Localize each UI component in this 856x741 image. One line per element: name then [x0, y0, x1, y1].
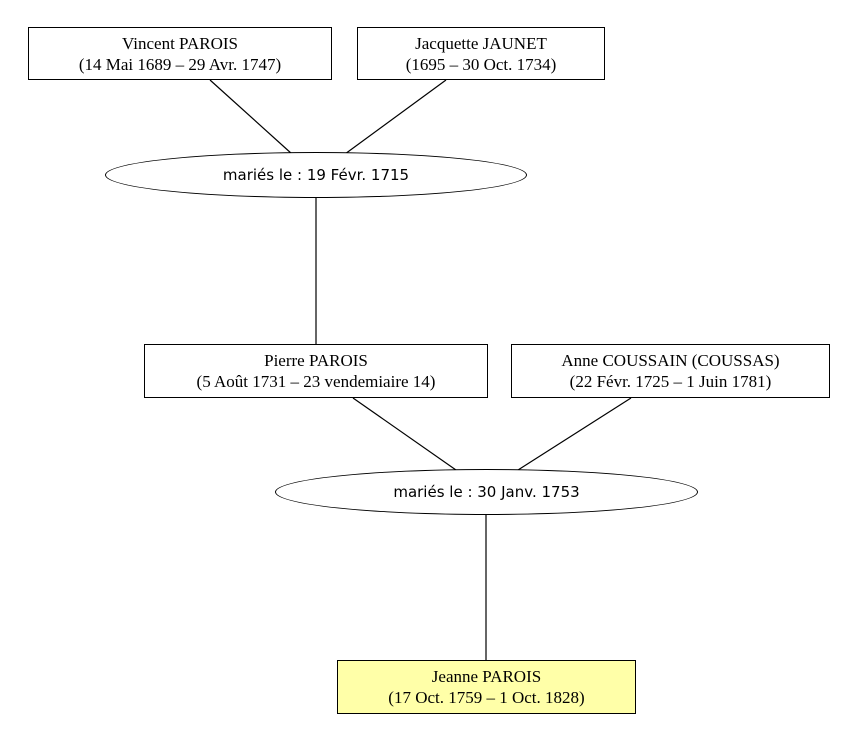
- marriage-label: mariés le : 30 Janv. 1753: [393, 483, 580, 501]
- person-dates: (22 Févr. 1725 – 1 Juin 1781): [569, 372, 772, 391]
- person-box-vincent-parois[interactable]: Vincent PAROIS (14 Mai 1689 – 29 Avr. 17…: [28, 27, 332, 80]
- person-dates: (14 Mai 1689 – 29 Avr. 1747): [78, 54, 282, 74]
- marriage-label: mariés le : 19 Févr. 1715: [222, 166, 410, 184]
- person-box-jeanne-parois[interactable]: Jeanne PAROIS (17 Oct. 1759 – 1 Oct. 182…: [337, 660, 636, 714]
- marriage-node-1715[interactable]: mariés le : 19 Févr. 1715: [105, 152, 527, 198]
- person-name: Pierre PAROIS: [264, 351, 368, 370]
- edge-vincent-to-marriage-1715: [209, 79, 293, 155]
- marriage-node-1753[interactable]: mariés le : 30 Janv. 1753: [275, 469, 698, 515]
- person-box-jacquette-jaunet[interactable]: Jacquette JAUNET (1695 – 30 Oct. 1734): [357, 27, 605, 80]
- person-name: Anne COUSSAIN (COUSSAS): [561, 351, 780, 370]
- edge-jacquette-to-marriage-1715: [344, 79, 447, 155]
- person-dates: (1695 – 30 Oct. 1734): [405, 54, 557, 74]
- person-box-pierre-parois[interactable]: Pierre PAROIS (5 Août 1731 – 23 vendemia…: [144, 344, 488, 398]
- person-dates: (17 Oct. 1759 – 1 Oct. 1828): [388, 688, 585, 707]
- person-name: Jacquette JAUNET: [415, 33, 547, 53]
- person-box-anne-coussain[interactable]: Anne COUSSAIN (COUSSAS) (22 Févr. 1725 –…: [511, 344, 830, 398]
- person-name: Vincent PAROIS: [122, 33, 238, 53]
- edge-pierre-to-marriage-1753: [352, 397, 457, 471]
- edge-anne-to-marriage-1753: [517, 397, 632, 471]
- person-dates: (5 Août 1731 – 23 vendemiaire 14): [196, 372, 436, 391]
- person-name: Jeanne PAROIS: [431, 667, 542, 686]
